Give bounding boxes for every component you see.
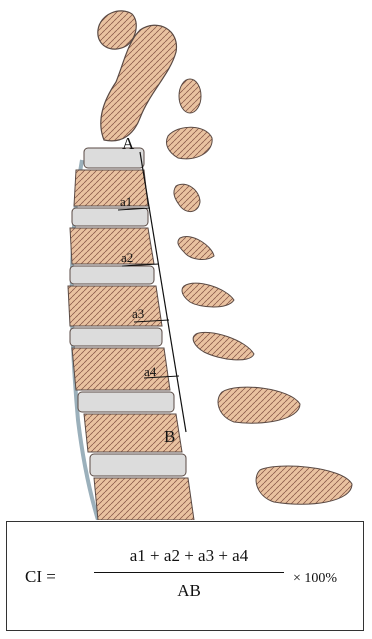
- point-b-label: B: [164, 427, 175, 446]
- disc: [70, 328, 162, 346]
- formula-lhs: CI =: [25, 567, 56, 587]
- a3-label: a3: [132, 306, 144, 321]
- vertebra-body: [68, 286, 162, 326]
- vertebra-body: [94, 478, 194, 520]
- disc: [90, 454, 186, 476]
- formula-numerator: a1 + a2 + a3 + a4: [89, 532, 289, 572]
- spine-diagram: A B a1 a2 a3 a4: [0, 0, 372, 520]
- spinous-processes: [166, 79, 352, 504]
- formula-denominator: AB: [89, 573, 289, 601]
- formula-multiplier: × 100%: [293, 571, 337, 587]
- disc: [70, 266, 154, 284]
- vertebra-body: [70, 228, 154, 264]
- a1-label: a1: [120, 194, 132, 209]
- disc: [78, 392, 174, 412]
- point-a-label: A: [122, 134, 135, 153]
- a4-label: a4: [144, 364, 157, 379]
- disc: [84, 148, 144, 168]
- disc: [72, 208, 148, 226]
- formula-fraction: a1 + a2 + a3 + a4 AB: [89, 532, 289, 601]
- vertebra-body: [74, 170, 148, 206]
- a2-label: a2: [121, 250, 133, 265]
- formula-box: CI = a1 + a2 + a3 + a4 AB × 100%: [6, 521, 364, 631]
